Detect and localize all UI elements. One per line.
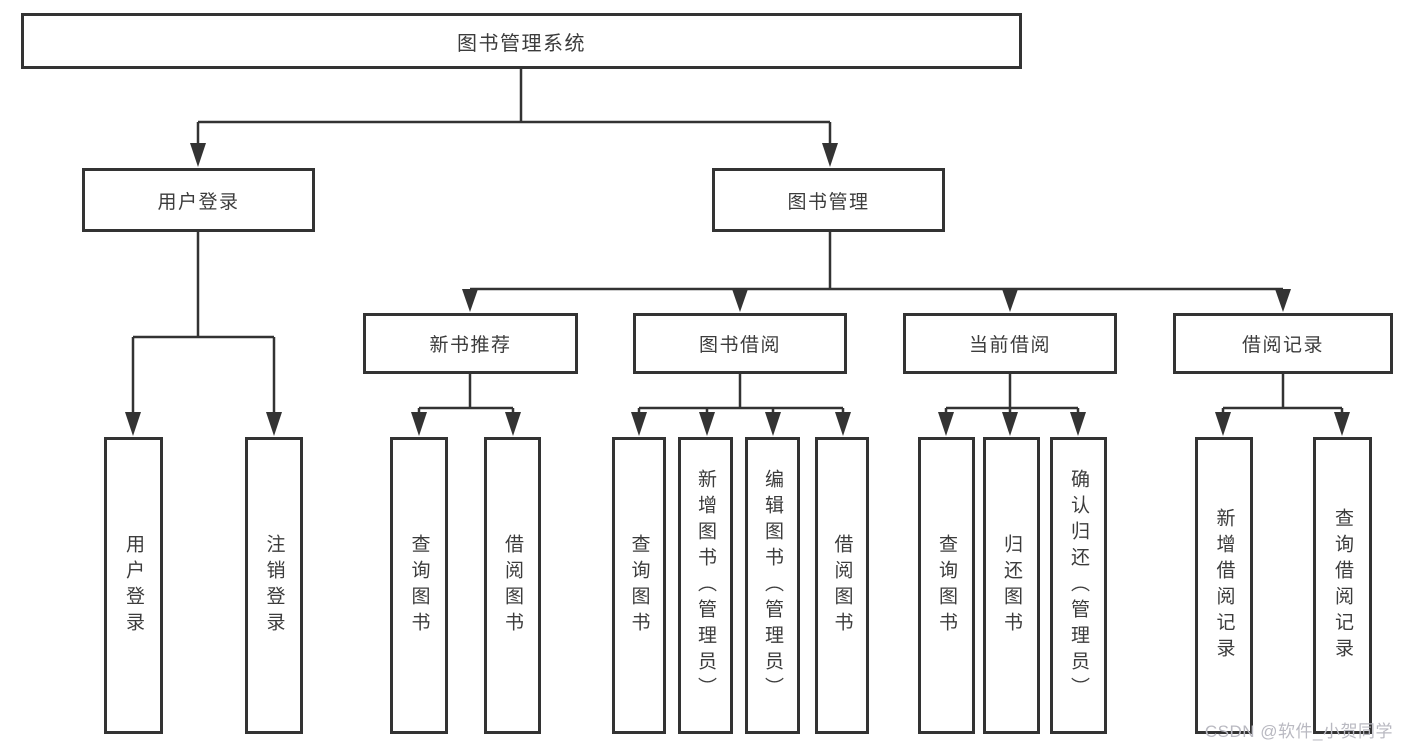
leaf-borrow-books: 借阅图书 [815,437,869,734]
leaf-logout: 注销登录 [245,437,303,734]
leaf-return-books: 归还图书 [983,437,1040,734]
leaf-query-borrow-record: 查询借阅记录 [1313,437,1372,734]
csdn-watermark: CSDN @软件_小贺同学 [1204,722,1393,741]
node-root-label: 图书管理系统 [457,32,586,55]
node-current-borrow-label: 当前借阅 [968,335,1051,356]
node-current-borrow: 当前借阅 [903,313,1117,374]
leaf-edit-books-admin: 编辑图书（管理员） [745,437,800,734]
leaf-user-login-label: 用户登录 [123,533,144,638]
leaf-return-books-label: 归还图书 [1001,533,1022,638]
leaf-add-borrow-record: 新增借阅记录 [1195,437,1253,734]
leaf-borrow-query-books-label: 查询图书 [628,533,650,638]
node-book-management: 图书管理 [712,168,945,232]
leaf-borrow-query-books: 查询图书 [612,437,666,734]
leaf-borrow-books-label: 借阅图书 [831,533,853,638]
node-new-book-recommend: 新书推荐 [363,313,578,374]
leaf-logout-label: 注销登录 [263,533,285,638]
node-book-borrow-label: 图书借阅 [698,335,781,356]
leaf-add-borrow-record-label: 新增借阅记录 [1213,507,1235,664]
leaf-recommend-borrow-books-label: 借阅图书 [502,533,523,638]
leaf-edit-books-admin-label: 编辑图书（管理员） [762,468,783,703]
leaf-user-login: 用户登录 [104,437,163,734]
leaf-add-books-admin: 新增图书（管理员） [678,437,733,734]
node-user-login: 用户登录 [82,168,315,232]
node-root-system: 图书管理系统 [21,13,1022,69]
arrowheads [125,143,1350,436]
node-user-login-label: 用户登录 [157,191,240,213]
node-book-borrow: 图书借阅 [633,313,847,374]
leaf-recommend-borrow-books: 借阅图书 [484,437,541,734]
leaf-recommend-query-books: 查询图书 [390,437,448,734]
leaf-current-query-books-label: 查询图书 [936,533,957,638]
node-borrow-records-label: 借阅记录 [1241,335,1324,356]
leaf-add-books-admin-label: 新增图书（管理员） [695,468,716,703]
node-book-management-label: 图书管理 [787,191,870,213]
leaf-confirm-return-admin-label: 确认归还（管理员） [1068,468,1089,703]
node-new-book-recommend-label: 新书推荐 [429,335,512,356]
node-borrow-records: 借阅记录 [1173,313,1393,374]
leaf-recommend-query-books-label: 查询图书 [408,533,430,638]
leaf-query-borrow-record-label: 查询借阅记录 [1332,507,1353,664]
leaf-confirm-return-admin: 确认归还（管理员） [1050,437,1107,734]
leaf-current-query-books: 查询图书 [918,437,975,734]
